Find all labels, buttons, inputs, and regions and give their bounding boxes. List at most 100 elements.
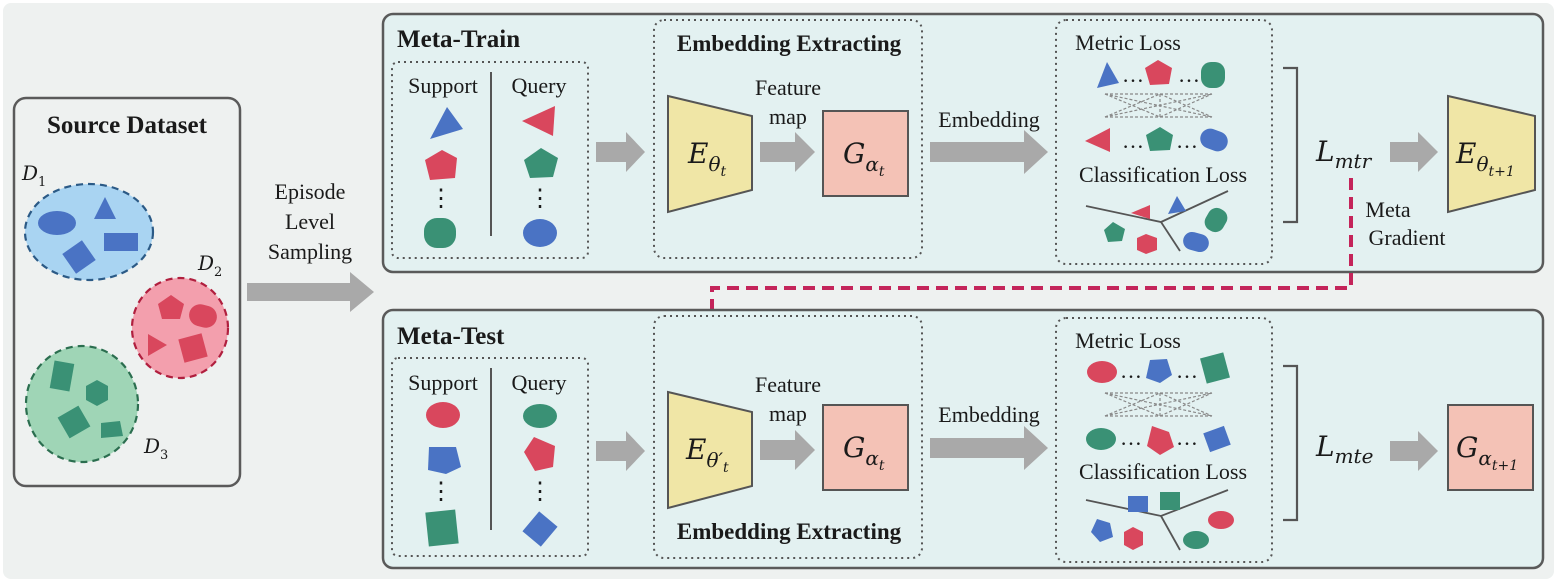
shape-pentagon xyxy=(1145,60,1172,85)
arrow xyxy=(760,132,815,172)
arrow xyxy=(1390,431,1438,471)
test-generator-block xyxy=(822,404,909,491)
train-encoder-block xyxy=(667,94,753,214)
ellipsis: … xyxy=(1176,358,1198,383)
train-embedding-extracting-box xyxy=(653,19,923,259)
shape-rounded-rect xyxy=(1183,231,1209,253)
domain-1-label: D1 xyxy=(21,161,46,190)
shape-ellipse xyxy=(523,404,557,428)
shape-pentagon xyxy=(158,295,184,319)
train-bracket xyxy=(1283,66,1299,224)
test-query-label: Query xyxy=(512,370,567,395)
train-query-label: Query xyxy=(512,73,567,98)
sampling-line-1: Episode xyxy=(275,179,346,204)
shape-square xyxy=(178,333,208,363)
test-generator-label: Gαt xyxy=(843,431,885,474)
source-dataset-panel: Source Dataset D1 D2 D3 xyxy=(12,96,242,488)
shape-pentagon xyxy=(1091,519,1113,542)
shape-triangle xyxy=(148,334,167,356)
sampling-arrow xyxy=(247,272,374,312)
shape-rounded-square xyxy=(424,218,456,248)
train-output-encoder-label: Eθt+1 xyxy=(1455,137,1515,180)
arrow xyxy=(930,426,1048,470)
shape-ellipse xyxy=(523,219,557,247)
domain-3-cluster xyxy=(24,344,140,464)
arrow xyxy=(760,430,815,470)
shape-ellipse xyxy=(1183,531,1209,549)
meta-test-title: Meta-Test xyxy=(397,323,505,350)
train-feature-label-1: Feature xyxy=(755,75,821,100)
vdots: ⋮ xyxy=(528,479,552,505)
test-output-generator-label: Gαt+1 xyxy=(1456,431,1518,474)
meta-train-panel: Meta-Train Support Query ⋮ ⋮ Embedding E… xyxy=(381,12,1545,274)
train-output-encoder-block xyxy=(1447,94,1536,214)
shape-square xyxy=(49,360,75,392)
shape-rounded-rect xyxy=(189,304,217,328)
shape-triangle xyxy=(522,106,555,136)
domain-3-label: D3 xyxy=(143,434,168,463)
shape-triangle xyxy=(430,107,463,139)
vdots: ⋮ xyxy=(429,479,453,505)
test-support-query-box xyxy=(391,357,589,557)
test-classification-loss-label: Classification Loss xyxy=(1079,459,1247,484)
train-support-label: Support xyxy=(408,73,478,98)
test-embedding-label: Embedding xyxy=(938,402,1039,427)
shape-hexagon xyxy=(1137,234,1157,254)
ellipsis: … xyxy=(1178,62,1200,87)
shape-ellipse xyxy=(426,402,460,428)
shape-ellipse xyxy=(1086,428,1116,450)
shape-square xyxy=(57,405,91,439)
train-losses-box xyxy=(1055,19,1273,265)
vdots: ⋮ xyxy=(528,186,552,212)
shape-hexagon xyxy=(86,380,108,406)
test-losses-box xyxy=(1055,317,1273,563)
test-loss-label: Lmte xyxy=(1315,430,1373,468)
shape-triangle xyxy=(1168,196,1186,214)
meta-gradient-label-2: Gradient xyxy=(1369,225,1446,250)
shape-rectangle xyxy=(104,233,138,251)
domain-2-label: D2 xyxy=(197,251,222,280)
shape-ellipse xyxy=(1208,511,1234,529)
meta-gradient-label-1: Meta xyxy=(1365,197,1410,222)
test-embedding-extracting-label: Embedding Extracting xyxy=(677,519,902,544)
train-feature-label-2: map xyxy=(769,104,807,129)
ellipsis: … xyxy=(1176,425,1198,450)
shape-pentagon xyxy=(428,447,461,474)
domain-2-cluster xyxy=(130,276,230,380)
sampling-line-3: Sampling xyxy=(268,239,352,264)
domain-1-cluster xyxy=(23,182,155,282)
ellipsis: … xyxy=(1120,358,1142,383)
arrow xyxy=(1390,132,1438,172)
arrow xyxy=(596,132,645,172)
decision-boundary xyxy=(1085,489,1229,551)
episode-sampling: Episode Level Sampling xyxy=(247,179,374,312)
shape-pentagon xyxy=(425,150,457,180)
shape-pentagon xyxy=(1147,426,1174,455)
shape-hexagon xyxy=(1124,527,1143,550)
shape-square xyxy=(1160,492,1180,510)
shape-rectangle xyxy=(425,509,459,547)
train-metric-loss-label: Metric Loss xyxy=(1075,30,1181,55)
arrow xyxy=(930,130,1048,174)
test-support-label: Support xyxy=(408,370,478,395)
ellipsis: … xyxy=(1122,62,1144,87)
test-encoder-label: Eθ′t xyxy=(685,433,729,476)
shape-triangle xyxy=(1085,128,1110,152)
decision-boundary xyxy=(1085,190,1229,252)
shape-pentagon xyxy=(524,437,555,471)
shape-rounded-rect xyxy=(1200,128,1228,152)
train-support-query-box xyxy=(391,61,589,259)
arrow xyxy=(596,431,645,471)
meta-test-panel: Meta-Test Support Query ⋮ ⋮ Embedding Ex… xyxy=(381,308,1545,570)
shape-square xyxy=(1128,496,1148,512)
ellipsis: … xyxy=(1176,128,1198,153)
meta-train-title: Meta-Train xyxy=(397,26,520,53)
shape-triangle xyxy=(94,197,116,219)
train-generator-label: Gαt xyxy=(843,137,885,180)
train-classification-loss-label: Classification Loss xyxy=(1079,162,1247,187)
shape-ellipse xyxy=(1087,361,1117,383)
shape-square xyxy=(62,240,96,274)
shape-ellipse xyxy=(38,211,76,235)
